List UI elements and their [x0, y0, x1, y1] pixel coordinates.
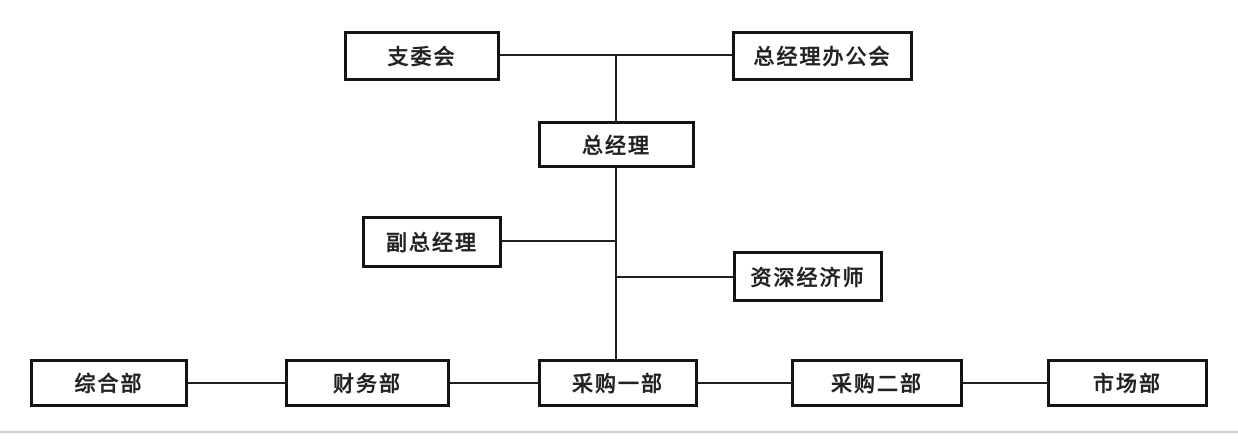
- node-label: 副总经理: [386, 231, 478, 255]
- node-label: 总经理办公会: [753, 45, 892, 69]
- node-label: 采购二部: [831, 372, 923, 396]
- bottom-divider: [0, 431, 1238, 433]
- connector-deputy-gm-branch: [501, 240, 616, 242]
- node-deputy-general-manager: 副总经理: [362, 216, 502, 268]
- connector-finance-procure1: [449, 382, 539, 384]
- connector-procure2-marketing: [962, 382, 1048, 384]
- node-branch-committee: 支委会: [344, 31, 500, 81]
- node-label: 综合部: [74, 372, 144, 396]
- node-senior-economist: 资深经济师: [733, 251, 883, 302]
- node-procurement-dept-1: 采购一部: [538, 359, 698, 407]
- node-label: 财务部: [333, 372, 402, 396]
- connector-senior-economist-branch: [616, 276, 733, 278]
- node-general-affairs-dept: 综合部: [30, 359, 188, 407]
- node-label: 市场部: [1093, 372, 1162, 396]
- connector-trunk-upper: [615, 55, 617, 121]
- connector-procure1-procure2: [697, 382, 792, 384]
- node-procurement-dept-2: 采购二部: [791, 359, 963, 407]
- node-marketing-dept: 市场部: [1047, 359, 1208, 407]
- node-gm-office-meeting: 总经理办公会: [732, 31, 913, 81]
- node-label: 总经理: [582, 133, 651, 158]
- node-label: 采购一部: [572, 372, 664, 396]
- node-general-manager: 总经理: [538, 121, 695, 168]
- node-label: 资深经济师: [750, 265, 866, 290]
- node-label: 支委会: [387, 45, 457, 69]
- node-finance-dept: 财务部: [285, 359, 450, 407]
- connector-general-finance: [187, 382, 286, 384]
- connector-trunk-lower: [615, 167, 617, 359]
